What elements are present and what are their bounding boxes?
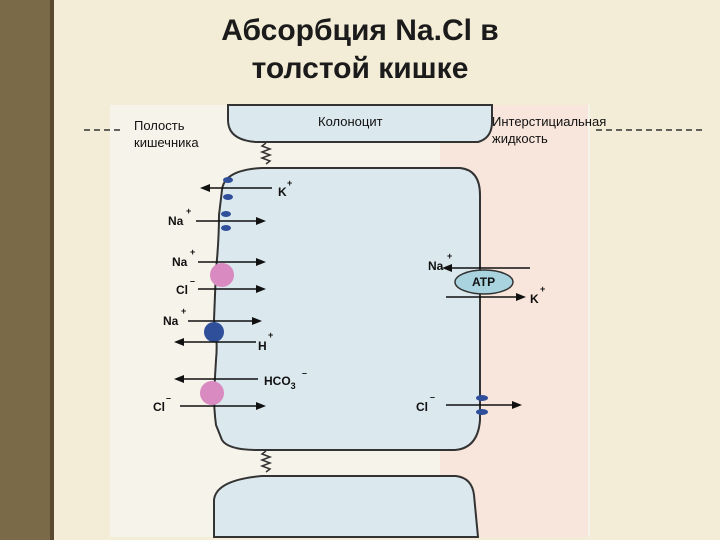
cl-symport-label: Cl [176,283,188,297]
na-exchange-charge: + [181,306,186,316]
cl-symport-charge: – [190,276,195,286]
na-symport-charge: + [190,247,195,257]
title-line-2: толстой кишке [251,52,469,85]
upper-cell [227,104,493,143]
na-h-exchanger-icon [204,322,224,342]
k-efflux-arrowhead [200,184,210,192]
na-symport-label: Na [172,255,188,269]
cl-channel-top-icon [476,395,488,401]
h-charge: + [268,330,273,340]
na-pump-arrowhead [442,264,452,272]
lumen-label-line-1: Полость [134,118,185,133]
na-cl-symporter-icon [210,263,234,287]
na-pump-label: Na [428,259,444,273]
na-exchange-arrowhead [252,317,262,325]
hco3-efflux-arrowhead [174,375,184,383]
tight-junction-top [259,142,273,165]
k-apical-charge: + [287,178,292,188]
lower-cell [213,475,480,538]
cl-hco3-exchanger-icon [200,381,224,405]
decorative-sidebar [0,0,54,540]
na-channel-arrowhead [256,217,266,225]
interstitial-label-line-1: Интерстициальная [492,114,607,129]
tight-junction-bottom [259,450,273,473]
hco3-label: HCO3 [264,374,296,391]
na-k-atpase-icon [454,269,514,295]
na-exchange-label: Na [163,314,179,328]
cl-exchange-charge: – [166,393,171,403]
h-efflux-arrowhead [174,338,184,346]
na-channel-bottom-icon [221,225,231,231]
atp-label: ATP [472,275,495,289]
interstitial-label: Интерстициальная жидкость [492,113,606,147]
cl-basolateral-label: Cl [416,400,428,414]
h-label: H [258,339,267,353]
k-pump-label: K [530,292,539,306]
na-channel-charge: + [186,206,191,216]
cl-exchange-arrowhead [256,402,266,410]
lumen-label-line-2: кишечника [134,135,199,150]
k-channel-bottom-icon [223,194,233,200]
cl-basolateral-charge: – [430,392,435,402]
k-apical-label: K [278,185,287,199]
k-channel-top-icon [223,177,233,183]
cl-symport-arrowhead [256,285,266,293]
title-line-1: Абсорбция Na.Cl в [221,14,499,47]
interstitial-label-line-2: жидкость [492,131,548,146]
na-pump-charge: + [447,251,452,261]
colonocyte-label: Колоноцит [318,114,383,129]
cl-exchange-label: Cl [153,400,165,414]
k-pump-arrowhead [516,293,526,301]
page-title: Абсорбция Na.Cl в толстой кишке [160,12,560,88]
cl-channel-bottom-icon [476,409,488,415]
na-symport-arrowhead [256,258,266,266]
na-channel-top-icon [221,211,231,217]
hco3-charge: – [302,368,307,378]
k-pump-charge: + [540,284,545,294]
cl-basolateral-arrowhead [512,401,522,409]
colonocyte-cell [212,167,481,451]
na-channel-label: Na [168,214,184,228]
lumen-label: Полость кишечника [134,117,199,151]
